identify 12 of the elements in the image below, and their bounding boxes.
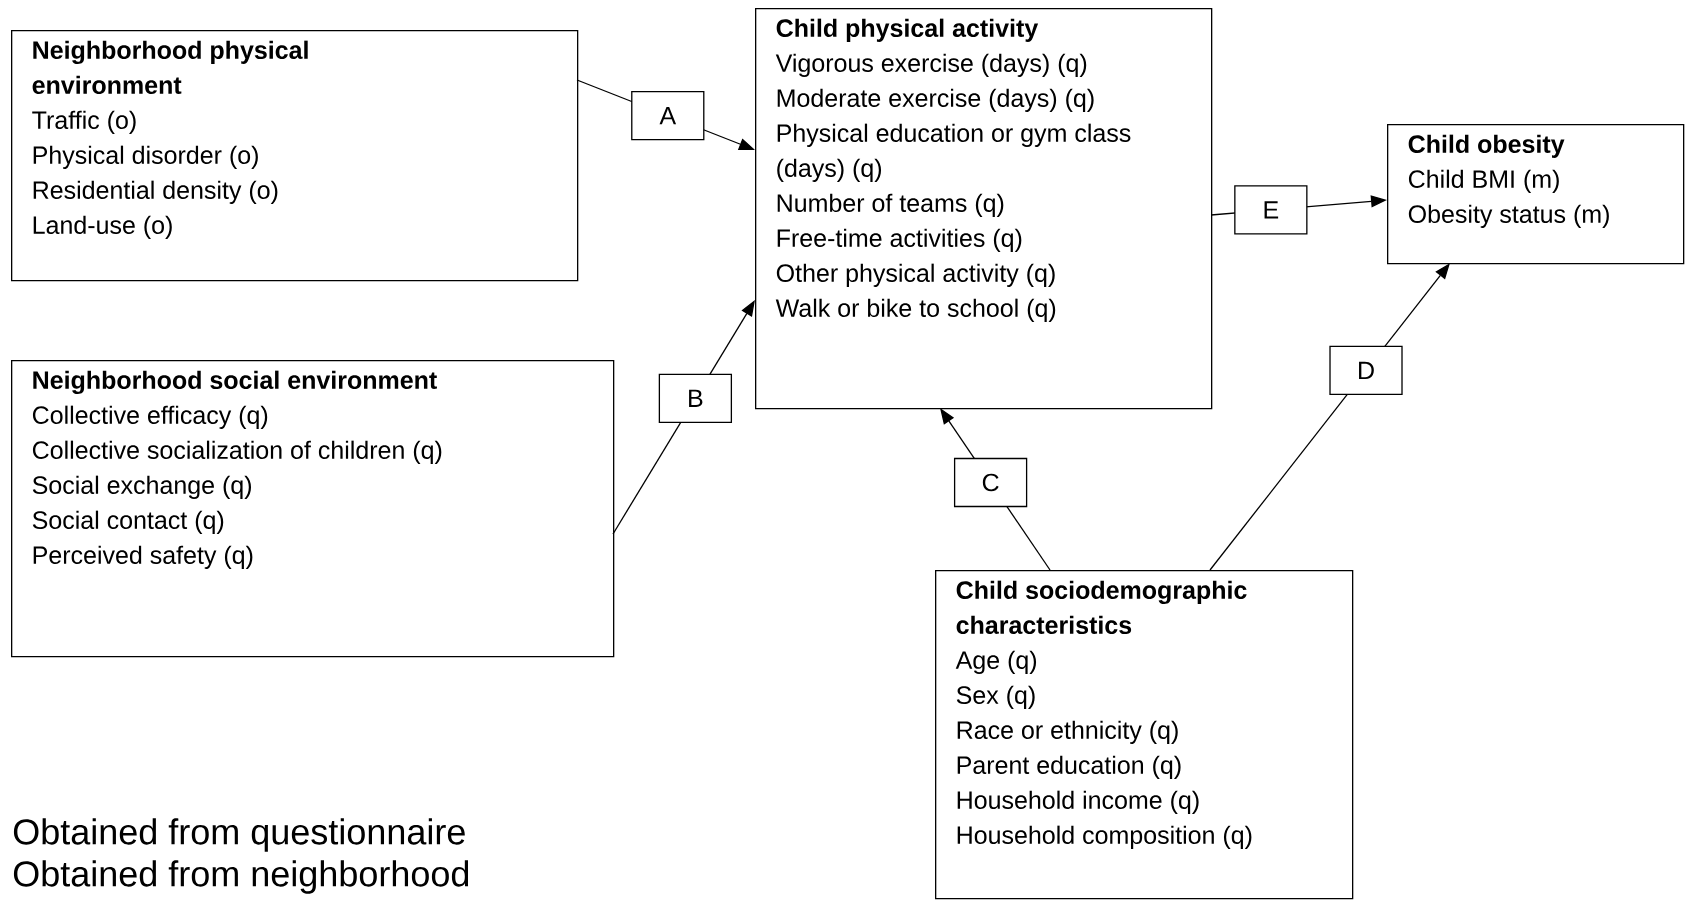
- note-text: Obtained from neighborhood: [13, 860, 469, 894]
- edge-label: E: [1234, 185, 1308, 235]
- edge-label: D: [1329, 345, 1403, 396]
- text-box: Child sociodemographic characteristics Age (q) Sex (q) Race or ethnicity (q) Parent education (q) Household income (q) Household composition (q): [935, 570, 1354, 900]
- edge-label: A: [631, 91, 705, 141]
- edge-label: B: [658, 373, 732, 423]
- text-box: Child physical activity Vigorous exercise (days) (q) Moderate exercise (days) (q) Physical education or gym class (days) (q) Number of teams (q) Free-time activities (q) Other physical activity (q) Walk or bike to school (q): [755, 8, 1213, 410]
- edge-label: C: [953, 457, 1028, 508]
- note-text: Obtained from questionnaire: [13, 818, 465, 852]
- text-box: Child obesity Child BMI (m) Obesity status (m): [1387, 124, 1685, 265]
- text-box: Neighborhood social environment Collective efficacy (q) Collective socialization of children (q) Social exchange (q) Social contact (q) Perceived safety (q): [11, 360, 615, 658]
- text-box: Neighborhood physical environment Traffic (o) Physical disorder (o) Residential density (o) Land-use (o): [11, 30, 579, 282]
